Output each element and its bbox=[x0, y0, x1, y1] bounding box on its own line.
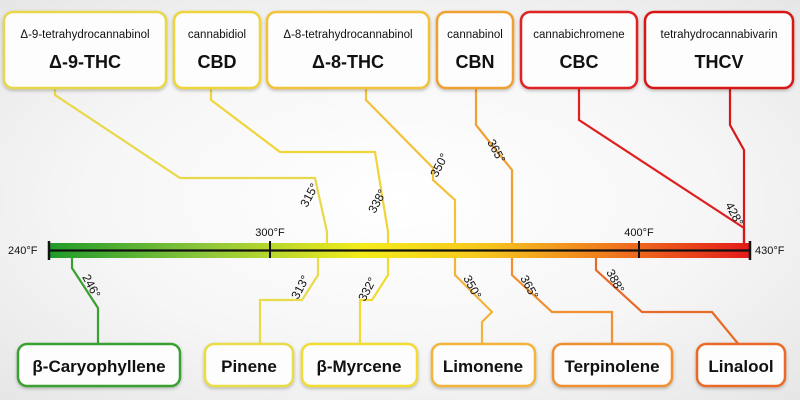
cannabinoid-abbr: CBD bbox=[198, 52, 237, 72]
terpene-name: Linalool bbox=[708, 357, 773, 376]
cannabinoid-name: cannabidiol bbox=[188, 29, 246, 41]
scale-tick-400-label: 400°F bbox=[624, 227, 654, 239]
connector-thcv bbox=[728, 86, 746, 243]
terpene-box-caryophyllene: β-Caryophyllene bbox=[16, 342, 182, 388]
cannabinoid-name: tetrahydrocannabivarin bbox=[661, 29, 778, 41]
temp-label-terpinolene: 365° bbox=[517, 273, 541, 302]
connector-pinene bbox=[258, 258, 320, 346]
cannabinoid-box-thcv: tetrahydrocannabivarin THCV bbox=[643, 10, 795, 90]
terpene-connectors bbox=[70, 258, 741, 347]
cannabinoid-box-cbc: cannabichromene CBC bbox=[519, 10, 639, 90]
cannabinoid-abbr: CBN bbox=[456, 52, 495, 72]
cannabinoid-abbr: THCV bbox=[695, 52, 744, 72]
cannabinoid-abbr: Δ-8-THC bbox=[312, 52, 384, 72]
scale-min-label: 240°F bbox=[8, 245, 38, 257]
cannabinoid-name: Δ-8-tetrahydrocannabinol bbox=[283, 29, 412, 41]
temp-label-d8-thc: 350° bbox=[427, 151, 451, 180]
cannabinoid-box-cbd: cannabidiol CBD bbox=[172, 10, 262, 90]
cannabinoid-name: Δ-9-tetrahydrocannabinol bbox=[20, 29, 149, 41]
cannabinoid-name: cannabichromene bbox=[533, 29, 624, 41]
temp-label-limonene: 350° bbox=[460, 273, 484, 302]
cannabinoid-connectors bbox=[53, 86, 746, 243]
connector-d9-thc bbox=[53, 86, 329, 243]
terpene-name: Pinene bbox=[221, 357, 277, 376]
connector-myrcene bbox=[358, 258, 390, 346]
terpene-boxes: β-Caryophyllene Pinene β-Myrcene Limonen… bbox=[16, 342, 787, 388]
cannabinoid-box-d8-thc: Δ-8-tetrahydrocannabinol Δ-8-THC bbox=[265, 10, 431, 90]
connector-cbd bbox=[209, 86, 390, 243]
terpene-box-pinene: Pinene bbox=[203, 342, 295, 388]
cannabinoid-box-cbn: cannabinol CBN bbox=[435, 10, 515, 90]
scale-max-label: 430°F bbox=[755, 245, 785, 257]
connector-d8-thc bbox=[364, 86, 457, 243]
terpene-name: Limonene bbox=[443, 357, 523, 376]
terpene-name: β-Caryophyllene bbox=[32, 357, 165, 376]
connector-cbn bbox=[474, 86, 514, 243]
connector-linalool bbox=[594, 258, 741, 347]
temp-label-thcv: 428° bbox=[722, 200, 746, 229]
cannabinoid-boxes: Δ-9-tetrahydrocannabinol Δ-9-THC cannabi… bbox=[2, 10, 795, 90]
temp-label-pinene: 313° bbox=[288, 273, 312, 302]
terpene-name: Terpinolene bbox=[564, 357, 659, 376]
connector-terpinolene bbox=[510, 258, 614, 346]
terpene-name: β-Myrcene bbox=[316, 357, 401, 376]
terpene-box-limonene: Limonene bbox=[430, 342, 537, 388]
connector-cbc bbox=[577, 86, 746, 243]
terpene-box-myrcene: β-Myrcene bbox=[300, 342, 419, 388]
connector-limonene bbox=[453, 258, 494, 346]
cannabinoid-box-d9-thc: Δ-9-tetrahydrocannabinol Δ-9-THC bbox=[2, 10, 168, 90]
cannabinoid-name: cannabinol bbox=[447, 29, 503, 41]
cannabinoid-abbr: Δ-9-THC bbox=[49, 52, 121, 72]
cannabinoid-abbr: CBC bbox=[560, 52, 599, 72]
temp-label-myrcene: 332° bbox=[355, 275, 379, 304]
temp-label-cbd: 338° bbox=[365, 187, 389, 216]
temperature-labels: 315° 338° 350° 365° 428° 246° 313° 332° … bbox=[79, 137, 746, 304]
temperature-scale: 240°F 430°F 300°F 400°F bbox=[8, 227, 785, 260]
terpene-box-linalool: Linalool bbox=[695, 342, 787, 388]
scale-tick-300-label: 300°F bbox=[255, 227, 285, 239]
terpene-box-terpinolene: Terpinolene bbox=[551, 342, 674, 388]
connector-caryophyllene bbox=[70, 258, 100, 346]
